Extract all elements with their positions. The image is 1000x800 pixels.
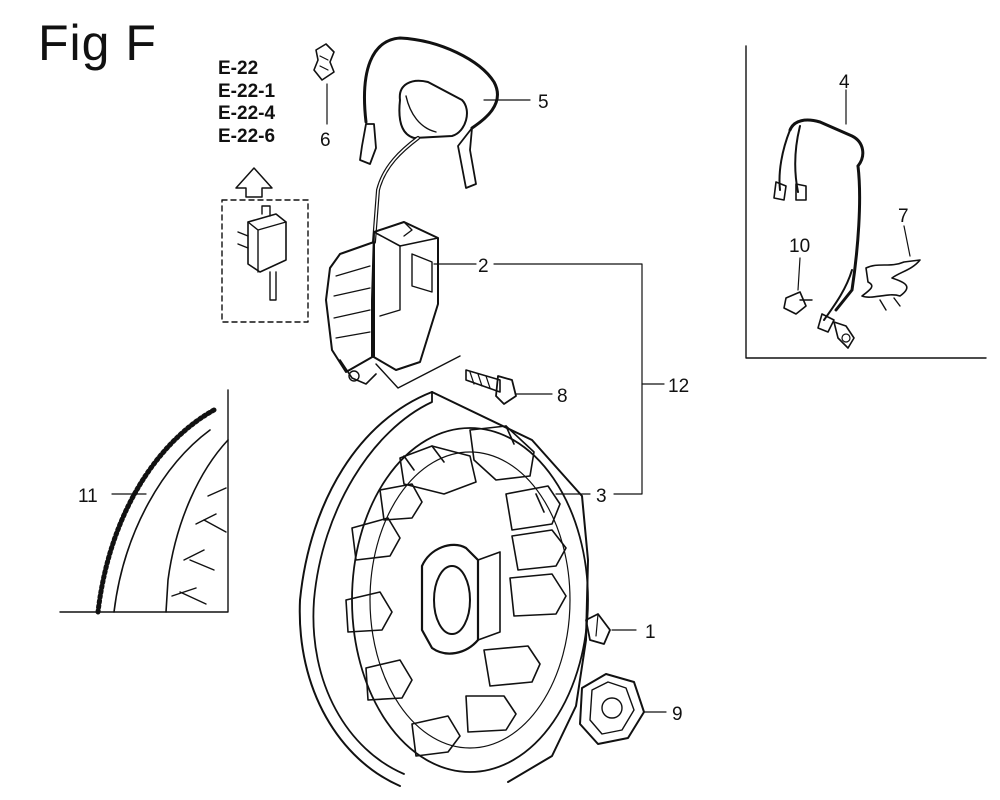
reference-arrow [235,167,273,198]
reference-e22: E-22 [218,58,259,79]
reference-e22-6: E-22-6 [218,125,276,147]
callout-8: 8 [557,386,568,407]
callout-10: 10 [789,236,810,257]
figure-title: Fig F [38,15,157,71]
part-5-spark-plug-lead [359,36,499,244]
leader-lines [111,89,911,713]
callout-11: 11 [78,486,98,507]
callout-2: 2 [478,256,489,277]
callout-3: 3 [596,486,607,507]
callout-12: 12 [668,376,689,397]
callout-9: 9 [672,704,683,725]
part-3-flywheel [298,391,589,787]
part-2-ignition-coil [325,221,461,389]
reference-list: E-22 E-22-1 E-22-4 E-22-6 [218,58,275,148]
part-11-ring-gear [59,389,229,615]
reference-e22-1: E-22-1 [218,80,276,102]
part-9-nut [579,673,645,745]
part-6-clip [313,43,335,125]
flywheel-fins [345,425,567,757]
callout-1: 1 [645,622,656,643]
callout-5: 5 [538,92,549,113]
part-1-key [585,613,611,645]
alternate-coil-inset [221,199,309,323]
inset-wire-harness [745,45,987,359]
part-8-bolt [465,369,517,405]
reference-e22-4: E-22-4 [218,103,276,124]
callout-7: 7 [898,206,909,227]
callout-4: 4 [839,72,850,93]
callout-6: 6 [320,130,331,151]
callout-numbers: 1 2 3 4 5 6 7 8 9 10 11 12 [78,72,909,725]
